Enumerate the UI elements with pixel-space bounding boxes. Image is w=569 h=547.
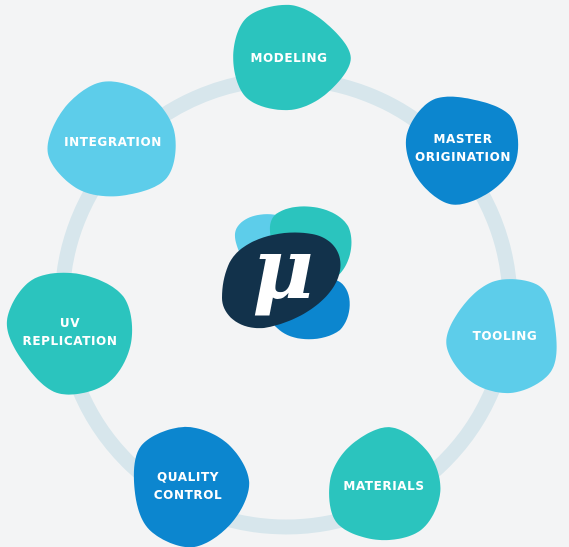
- logo-navy-shape: [222, 232, 341, 329]
- logo-glyph: μ: [252, 219, 313, 318]
- node-label-tooling: TOOLING: [472, 329, 538, 343]
- node-blobs: [6, 4, 557, 547]
- node-blob-modeling: [233, 4, 351, 111]
- node-blob-quality-control: [133, 426, 250, 547]
- node-label-modeling: MODELING: [250, 51, 328, 65]
- node-blob-integration: [47, 81, 176, 197]
- node-label-materials: MATERIALS: [343, 479, 425, 493]
- node-blob-tooling: [446, 279, 557, 394]
- node-blob-master-origination: [405, 96, 519, 205]
- node-label-quality-control: QUALITY CONTROL: [153, 470, 223, 502]
- node-blob-materials: [329, 427, 441, 541]
- node-label-master-origination: MASTER ORIGINATION: [414, 132, 512, 164]
- node-blob-uv-replication: [6, 272, 133, 395]
- center-logo: μ: [222, 206, 352, 340]
- node-label-integration: INTEGRATION: [64, 135, 162, 149]
- node-label-uv-replication: UV REPLICATION: [22, 316, 118, 348]
